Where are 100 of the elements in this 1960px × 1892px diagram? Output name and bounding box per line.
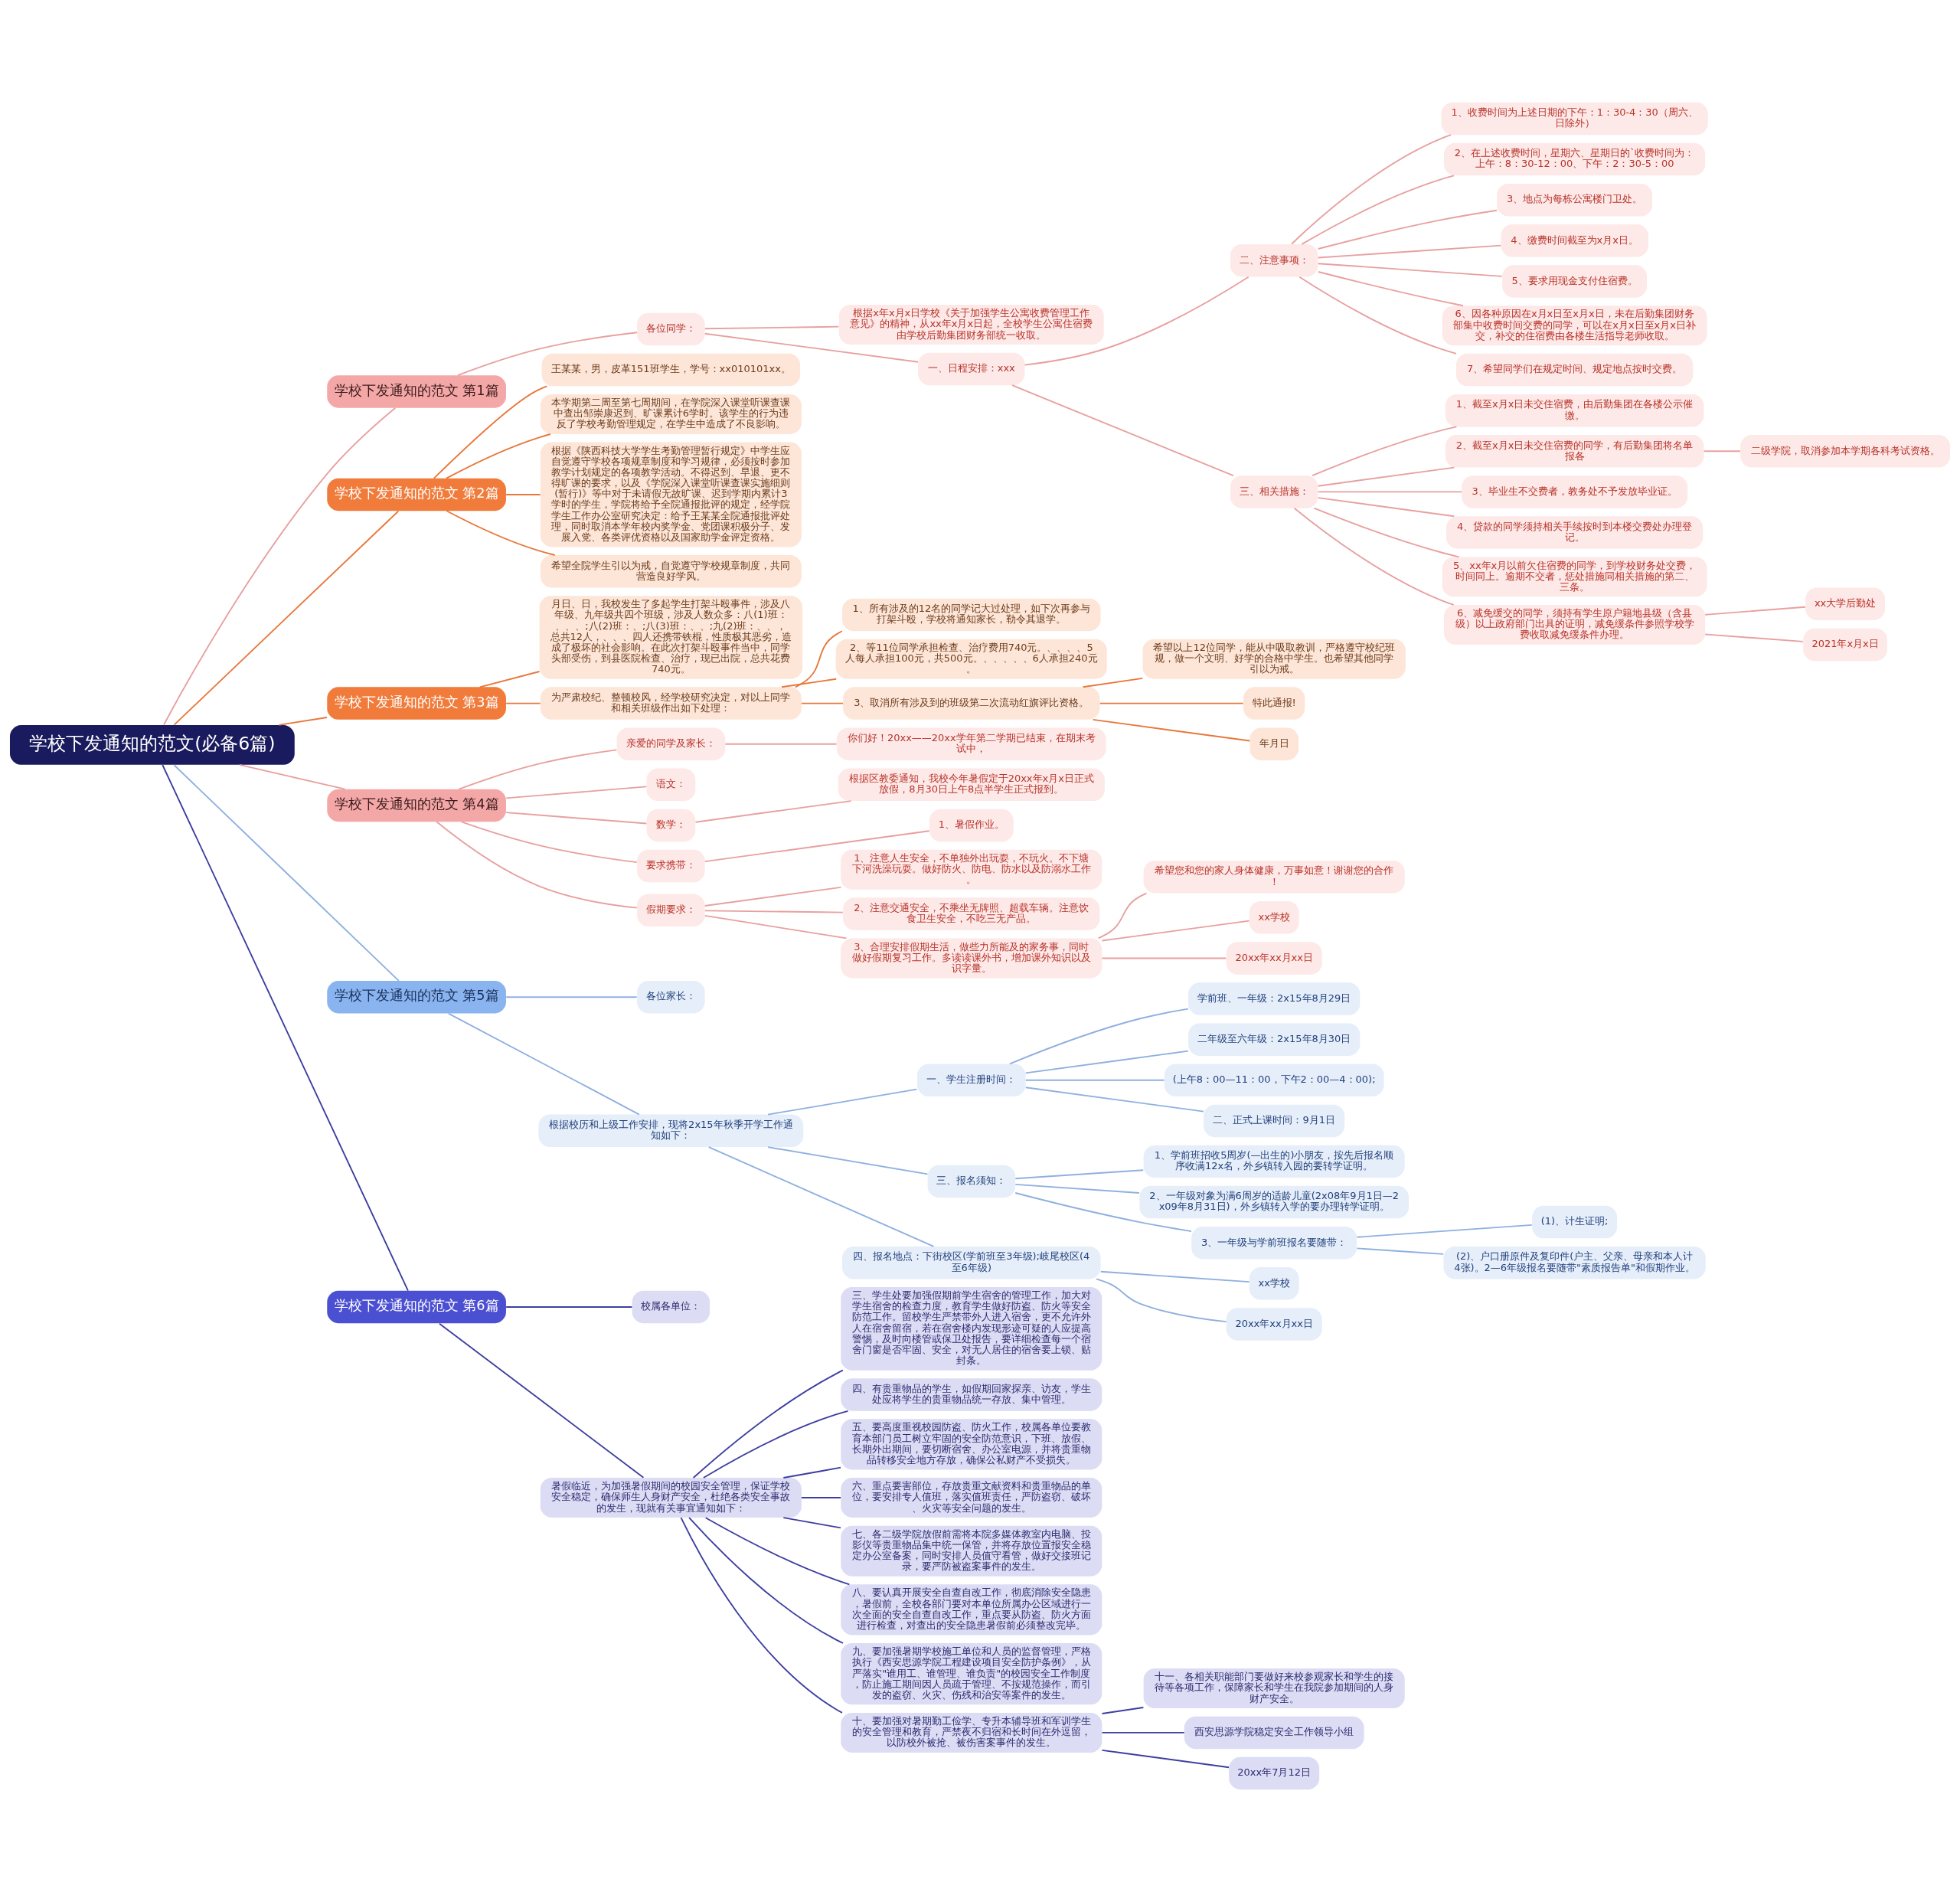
connector bbox=[460, 821, 638, 864]
node-box: (2)、户口册原件及复印件(户主、父亲、母亲和本人计4张)。2—6年级报名要随带"素质报告单"和假期作业。 bbox=[1443, 1246, 1706, 1279]
node-box: 1、暑假作业。 bbox=[929, 809, 1014, 842]
connector bbox=[173, 764, 400, 982]
node-box: 十一、各相关职能部门要做好来校参观家长和学生的接待等各项工作，保障家长和学生在我院参加期间的人身财产安全。 bbox=[1143, 1668, 1405, 1709]
node-box: 根据x年x月x日学校《关于加强学生公寓收费管理工作意见》的精神，从xx年x月x日起，全校学生公寓住宿费由学校后勤集团财务部统一收取。 bbox=[838, 305, 1104, 345]
connector bbox=[704, 1517, 851, 1586]
connector bbox=[1101, 1707, 1145, 1714]
node-box: 一、学生注册时间： bbox=[916, 1064, 1026, 1096]
connector bbox=[162, 764, 409, 1292]
connector bbox=[505, 494, 541, 495]
connector bbox=[1024, 1079, 1165, 1081]
connector bbox=[1024, 1050, 1189, 1074]
node-box: 3、毕业生不交费者，教务处不予发放毕业证。 bbox=[1462, 475, 1688, 508]
node-box: 暑假临近，为加强暑假期间的校园安全管理，保证学校安全稳定，确保师生人身财产安全，杜绝各类安全事故的发生，现就有关事宜通知如下： bbox=[540, 1478, 802, 1518]
node-box: 三、学生处要加强假期前学生宿舍的管理工作，加大对学生宿舍的检查力度，教育学生做好防盗、防火等安全防范工作。留校学生严禁带外人进入宿舍，更不允许外人在宿舍留宿，若在宿舍楼内发现形迹可疑的人应提高警惕，及时向楼管或保卫处报告，要详细检查每一个宿舍门窗是否牢固、安全，对无人居住的宿舍要上锁、贴封条。 bbox=[841, 1287, 1102, 1371]
node-box: 三、相关措施： bbox=[1230, 475, 1318, 508]
node-box: 九、要加强暑期学校施工单位和人员的监督管理，严格执行《西安思源学院工程建设项目安全防护条例》，从严落实"谁用工、谁管理、谁负责"的校园安全工作制度，防止施工期间因人员疏于管理、不按规范操作，而引发的盗窃、火灾、伤残和治安等案件的发生。 bbox=[841, 1643, 1102, 1705]
connector bbox=[692, 1369, 844, 1479]
node-box: 1、收费时间为上述日期的下午：1：30-4：30（周六、日除外） bbox=[1441, 102, 1708, 136]
node-box: 1、学前班招收5周岁(—出生的)小朋友，按先后报名顺序收满12x名，外乡镇转入园的要转学证明。 bbox=[1143, 1145, 1405, 1178]
connector bbox=[1082, 677, 1144, 688]
connector bbox=[1317, 263, 1503, 277]
connector bbox=[1291, 134, 1452, 245]
connector bbox=[800, 702, 844, 704]
connector bbox=[505, 1306, 633, 1308]
connector bbox=[1024, 1087, 1204, 1113]
node-box: 希望全院学生引以为戒，自觉遵守学校规章制度，共同营造良好学风。 bbox=[540, 555, 802, 588]
connector bbox=[1312, 426, 1458, 477]
node-box: 数学： bbox=[646, 809, 696, 842]
node-box: 1、注意人生安全，不单独外出玩耍，不玩火。不下塘下河洗澡玩耍。做好防火、防电、防水以及防溺水工作。 bbox=[841, 849, 1102, 890]
node-box: 各位家长： bbox=[637, 980, 705, 1014]
connector bbox=[1298, 276, 1457, 355]
node-box: 七、各二级学院放假前需将本院多媒体教室内电脑、投影仪等贵重物品集中统一保管，并将存放位置报安全稳定办公室备案，同时安排人员值守看管，做好交接班记录，要严防被盗案事件的发生。 bbox=[841, 1525, 1102, 1577]
node-box: 根据区教委通知，我校今年暑假定于20xx年x月x日正式放假，8月30日上午8点半学生正式报到。 bbox=[838, 768, 1105, 802]
connector bbox=[680, 1517, 843, 1714]
node-box: 根据《陕西科技大学学生考勤管理暂行规定》中学生应自觉遵守学校各项规章制度和学习规律，必须按时参加教学计划规定的各项教学活动。不得迟到、早退、更不得旷课的要求，以及《学院深入课堂听课查课实施细则(暂行)》等中对于未请假无故旷课、迟到学期内累计3学时的学生，学院将给予全院通报批评的规定，经学院学生工作办公室研究决定：给予王某某全院通报批评处理，同时取消本学年校内奖学金、党团课积极分子、发展入党、各类评优资格以及国家助学金评定资格。 bbox=[540, 442, 802, 547]
connector bbox=[505, 996, 638, 998]
connector bbox=[1313, 507, 1460, 558]
node-box: 一、日程安排：xxx bbox=[918, 352, 1025, 386]
node-box: (上午8：00—11：00，下午2：00—4：00); bbox=[1164, 1064, 1384, 1096]
node-box: 西安思源学院稳定安全工作领导小组 bbox=[1184, 1716, 1364, 1750]
node-box: 5、要求用现金支付住宿费。 bbox=[1502, 265, 1648, 298]
node-box: 2021年x月x日 bbox=[1803, 628, 1887, 662]
connector bbox=[447, 1012, 640, 1116]
connector bbox=[505, 786, 648, 799]
node-box: 3、一年级与学前班报名要随带： bbox=[1191, 1226, 1357, 1260]
node-box: 年月日 bbox=[1250, 727, 1299, 760]
node-box: 校属各单位： bbox=[632, 1290, 710, 1324]
node-box: 你们好！20xx——20xx学年第二学期已结束，在期末考试中， bbox=[836, 727, 1106, 760]
connector bbox=[1099, 702, 1244, 704]
node-box: 四、报名地点：下街校区(学前班至3年级);岐尾校区(4至6年级) bbox=[842, 1246, 1101, 1279]
node-box: 语文： bbox=[646, 768, 696, 802]
connector bbox=[505, 812, 648, 825]
connector bbox=[1101, 1749, 1230, 1769]
node-box: 3、取消所有涉及到的班级第二次流动红旗评比资格。 bbox=[843, 687, 1100, 720]
connector bbox=[1704, 633, 1804, 642]
connector bbox=[1024, 276, 1250, 366]
connector bbox=[446, 433, 551, 479]
node-box: 2、一年级对象为满6周岁的适龄儿童(2x08年9月1日—2x09年8月31日)，外乡镇转入学的要办理转学证明。 bbox=[1139, 1185, 1410, 1219]
connector bbox=[1356, 1224, 1533, 1238]
connector bbox=[704, 325, 840, 330]
connector bbox=[1014, 1183, 1140, 1194]
node-box: 要求携带： bbox=[637, 849, 705, 883]
connector bbox=[704, 332, 919, 363]
node-box: 希望以上12位同学，能从中吸取教训，严格遵守校纪班规，做一个文明、好学的合格中学生。也希望其他同学引以为戒。 bbox=[1142, 639, 1406, 679]
connector bbox=[1008, 1008, 1189, 1065]
connector bbox=[458, 749, 618, 790]
connector bbox=[1099, 1270, 1250, 1283]
connector bbox=[1317, 209, 1498, 250]
connector bbox=[704, 830, 930, 863]
node-box: 特此通报! bbox=[1243, 687, 1305, 720]
connector bbox=[1011, 384, 1234, 477]
node-box: 学校下发通知的范文 第2篇 bbox=[327, 478, 506, 511]
node-box: 二、注意事项： bbox=[1230, 244, 1318, 277]
connector bbox=[1096, 1278, 1227, 1323]
connector bbox=[1092, 718, 1251, 742]
node-box: 希望您和您的家人身体健康，万事如意！谢谢您的合作！ bbox=[1143, 860, 1405, 894]
connector bbox=[1101, 920, 1250, 942]
node-box: 假期要求： bbox=[637, 894, 705, 927]
connector bbox=[1293, 507, 1455, 606]
connector bbox=[1703, 450, 1741, 453]
node-box: 学前班、一年级：2x15年8月29日 bbox=[1188, 982, 1361, 1015]
connector bbox=[433, 385, 548, 479]
connector bbox=[767, 1088, 918, 1116]
connector bbox=[694, 800, 852, 823]
node-box: 亲爱的同学及家长： bbox=[616, 727, 726, 760]
connector bbox=[688, 1517, 844, 1644]
connector bbox=[1301, 175, 1455, 245]
node-box: 四、有贵重物品的学生，如假期回家探亲、访友，学生处应将学生的贵重物品统一存放、集中管理。 bbox=[841, 1378, 1102, 1411]
node-box: 1、截至x月x日未交住宿费，由后勤集团在各楼公示催缴。 bbox=[1445, 394, 1704, 427]
node-box: (1)、计生证明; bbox=[1532, 1205, 1618, 1239]
connector bbox=[782, 1517, 841, 1529]
node-box: 2、截至x月x日未交住宿费的同学，有后勤集团将名单报各 bbox=[1445, 435, 1704, 468]
node-box: 学校下发通知的范文 第5篇 bbox=[327, 980, 506, 1014]
node-box: 根据校历和上级工作安排，现将2x15年秋季开学工作通知如下： bbox=[538, 1114, 804, 1148]
node-box: 王某某，男，皮革151班学生，学号：xx010101xx。 bbox=[541, 353, 801, 387]
connector bbox=[1101, 957, 1227, 959]
connector bbox=[704, 910, 844, 913]
node-box: 20xx年7月12日 bbox=[1229, 1756, 1320, 1790]
